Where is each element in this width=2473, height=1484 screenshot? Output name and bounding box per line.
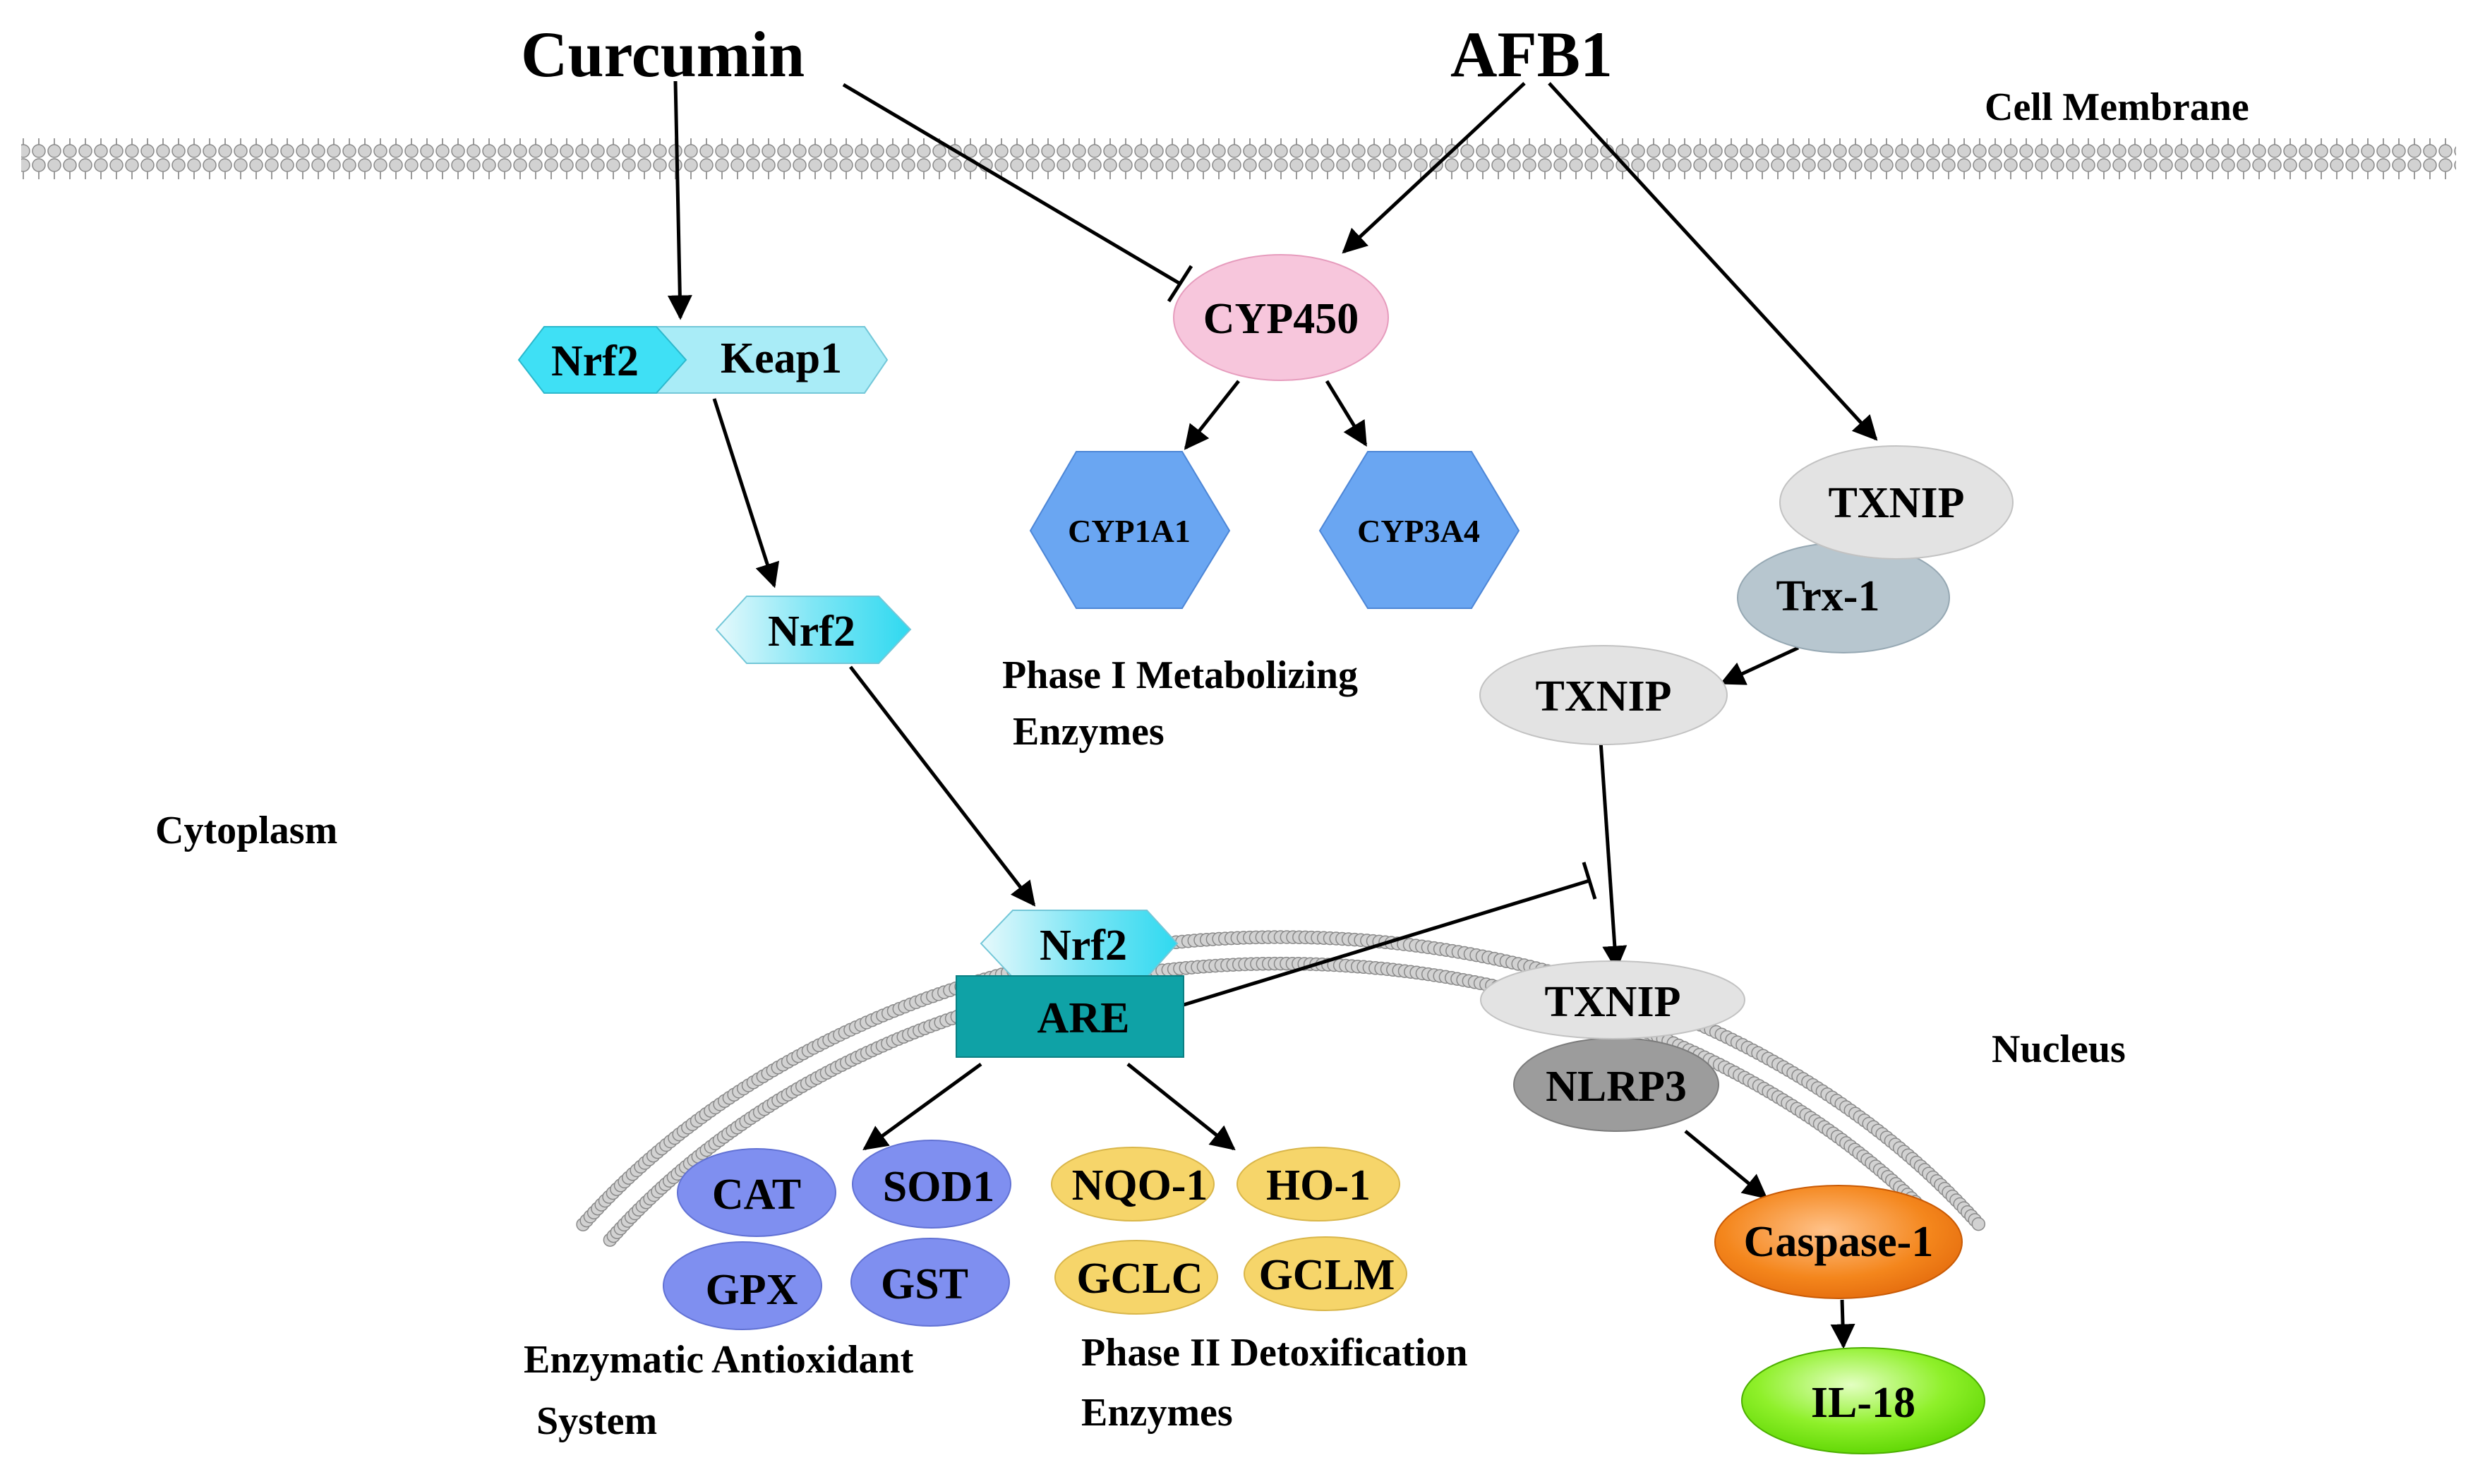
phase1-caption-line1: Phase I Metabolizing <box>1002 653 1358 697</box>
arrow-trx1-to-txnip <box>1719 646 1800 685</box>
cyp1a1-node: CYP1A1 <box>1029 451 1231 609</box>
inhibit-curcumin-to-cyp450 <box>842 83 1181 286</box>
txnip-nucleus-shape <box>1480 960 1745 1039</box>
ho1-shape <box>1236 1147 1400 1221</box>
cytoplasm-label: Cytoplasm <box>155 809 337 852</box>
nrf2-free-label: Nrf2 <box>768 608 855 656</box>
arrow-nrf2-to-are <box>849 665 1036 907</box>
phase2-caption-line2: Enzymes <box>1081 1391 1233 1435</box>
inhibit-bar-txnip <box>1582 862 1597 900</box>
il18-node: IL-18 <box>1741 1347 1985 1454</box>
caspase1-node: Caspase-1 <box>1714 1185 1963 1299</box>
nrf2-keap1-complex: Nrf2 Keap1 <box>517 326 889 394</box>
nrf2-free: Nrf2 <box>715 596 912 664</box>
txnip-free-shape <box>1479 645 1728 745</box>
txnip-free-node: TXNIP <box>1479 645 1728 745</box>
gclm-label: GCLM <box>1259 1251 1395 1299</box>
sod1-shape <box>852 1140 1011 1229</box>
nqo1-label: NQO-1 <box>1072 1162 1208 1209</box>
nqo1-shape <box>1051 1147 1215 1221</box>
txnip-trx1-complex: TXNIP Trx-1 <box>1737 445 2014 653</box>
gpx-shape <box>663 1241 822 1330</box>
keap1-label: Keap1 <box>721 334 842 382</box>
trx1-label: Trx-1 <box>1776 572 1880 620</box>
caspase1-shape <box>1714 1185 1963 1299</box>
txnip-nucleus-label: TXNIP <box>1545 978 1681 1026</box>
gst-shape <box>850 1238 1010 1327</box>
gpx-label: GPX <box>706 1266 798 1314</box>
arrow-afb1-to-cyp450 <box>1342 82 1526 254</box>
txnip-top-label: TXNIP <box>1829 479 1965 527</box>
cyp1a1-label: CYP1A1 <box>1068 513 1191 549</box>
cyp3a4-label: CYP3A4 <box>1357 513 1480 549</box>
are-label: ARE <box>1037 994 1130 1042</box>
antioxidant-caption-line1: Enzymatic Antioxidant <box>524 1338 914 1382</box>
txnip-free-label: TXNIP <box>1536 672 1672 720</box>
sod1-label: SOD1 <box>883 1163 994 1211</box>
nrf2-are-complex: Nrf2 ARE <box>956 910 1184 1058</box>
txnip-top-shape <box>1779 445 2014 560</box>
arrow-are-to-phase2 <box>1126 1063 1236 1151</box>
arrow-cyp450-to-cyp3a4 <box>1325 380 1368 447</box>
nuclear-membrane-lipid <box>1971 1217 1986 1231</box>
arrow-caspase1-to-il18 <box>1830 1299 1855 1349</box>
phase1-caption-line2: Enzymes <box>1013 710 1165 754</box>
arrow-cyp450-to-cyp1a1 <box>1184 380 1240 450</box>
arrow-txnip-to-nucleus <box>1599 740 1627 971</box>
connector-lines <box>667 80 1878 1349</box>
gclm-shape <box>1244 1236 1407 1311</box>
nlrp3-label: NLRP3 <box>1546 1063 1687 1111</box>
txnip-nlrp3-complex: TXNIP NLRP3 <box>1480 960 1745 1132</box>
cat-shape <box>677 1148 836 1237</box>
cell-membrane-label: Cell Membrane <box>1985 85 2249 129</box>
cyp450-shape <box>1173 254 1389 381</box>
cyp3a4-node: CYP3A4 <box>1318 451 1520 609</box>
cyp1a1-shape <box>1029 451 1231 609</box>
inhibit-are-to-txnip <box>1183 879 1590 1007</box>
cat-label: CAT <box>712 1171 801 1219</box>
curcumin-label: Curcumin <box>521 18 805 90</box>
caspase1-label: Caspase-1 <box>1744 1218 1934 1266</box>
gclc-shape <box>1054 1240 1218 1315</box>
gst-label: GST <box>881 1260 968 1308</box>
afb1-label: AFB1 <box>1450 18 1613 90</box>
cell-membrane <box>21 138 2456 179</box>
phase2-enzymes: NQO-1 HO-1 GCLC GCLM <box>1051 1147 1407 1315</box>
nrf2-shape <box>517 326 687 394</box>
phase2-caption-line1: Phase II Detoxification <box>1081 1331 1468 1375</box>
arrow-nlrp3-to-caspase1 <box>1684 1130 1768 1200</box>
inhibit-bar-cyp450 <box>1167 265 1193 303</box>
cyp450-node: CYP450 <box>1173 254 1389 381</box>
arrow-are-to-antioxidant <box>862 1062 982 1151</box>
cyp3a4-shape <box>1318 451 1520 609</box>
nrf2-label: Nrf2 <box>551 337 639 385</box>
arrow-keap1-to-nrf2 <box>712 398 780 589</box>
gclc-label: GCLC <box>1076 1255 1203 1303</box>
nucleus-label: Nucleus <box>1992 1027 2126 1071</box>
cyp450-label: CYP450 <box>1203 295 1359 343</box>
antioxidant-enzymes: CAT SOD1 GPX GST <box>663 1140 1011 1330</box>
nrf2-free-shape <box>715 596 912 664</box>
arrow-afb1-to-txnip <box>1548 82 1878 441</box>
ho1-label: HO-1 <box>1266 1162 1371 1209</box>
antioxidant-caption-line2: System <box>536 1399 657 1443</box>
arrow-curcumin-to-nrf2-keap1 <box>667 80 692 320</box>
nrf2-are-label: Nrf2 <box>1040 922 1127 970</box>
are-shape <box>956 975 1184 1058</box>
il18-shape <box>1741 1347 1985 1454</box>
il18-label: IL-18 <box>1811 1379 1915 1427</box>
